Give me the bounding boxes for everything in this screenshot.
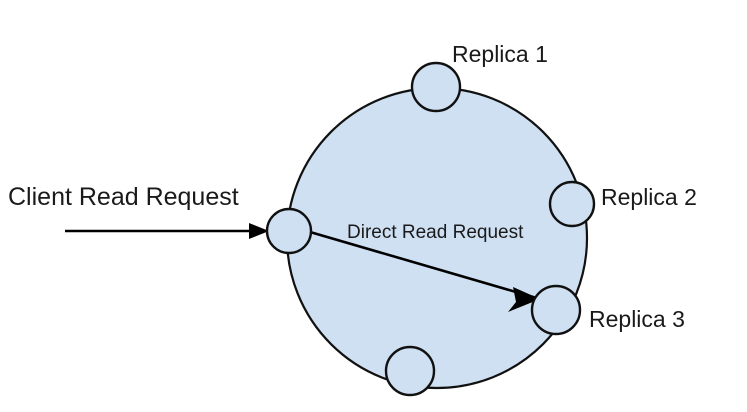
replica-3-label: Replica 3 — [589, 306, 685, 332]
node-coordinator[interactable] — [265, 207, 313, 255]
direct-read-request-line — [309, 230, 541, 301]
node-replica-1[interactable] — [410, 61, 462, 113]
node-replica-2[interactable] — [548, 180, 596, 228]
direct-read-request-arrowhead — [508, 287, 540, 312]
client-read-request-label: Client Read Request — [8, 183, 239, 211]
node-replica-3[interactable] — [530, 284, 582, 336]
node-bottom[interactable] — [384, 345, 436, 397]
direct-read-request-label: Direct Read Request — [347, 222, 524, 243]
client-read-request-arrowhead — [249, 223, 269, 239]
replica-2-label: Replica 2 — [601, 184, 697, 210]
replica-1-label: Replica 1 — [452, 41, 548, 67]
